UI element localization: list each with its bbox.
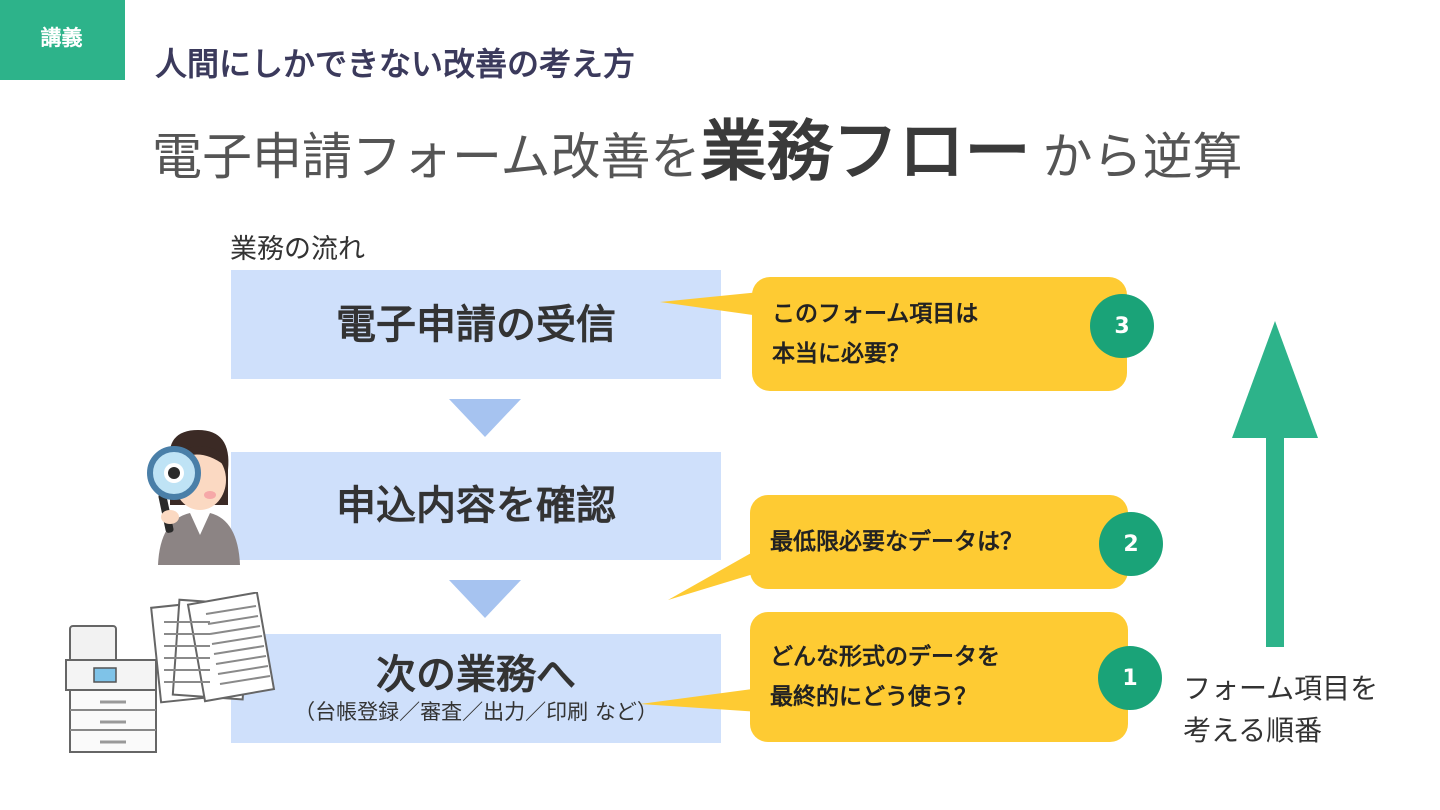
up-arrow-icon [1232, 321, 1318, 438]
question-bubble-3: このフォーム項目は 本当に必要？ [752, 277, 1127, 391]
bubble-text: このフォーム項目は 本当に必要？ [772, 294, 978, 375]
order-badge-3: 3 [1090, 294, 1154, 358]
inspector-illustration [140, 425, 250, 565]
bubble-text: 最低限必要なデータは？ [770, 522, 1023, 562]
documents-stack [151, 592, 274, 702]
copier-icon [66, 626, 156, 752]
order-badge-2: 2 [1099, 512, 1163, 576]
question-bubble-2: 最低限必要なデータは？ [750, 495, 1128, 589]
bubble-tail-3 [660, 292, 760, 316]
order-label: フォーム項目を 考える順番 [1183, 668, 1378, 752]
cheek-shape [204, 491, 216, 499]
bubble-text: どんな形式のデータを 最終的にどう使う？ [770, 637, 1000, 718]
hand-shape [161, 510, 179, 524]
bubble-tail-2 [668, 548, 760, 600]
bubble-tail-1 [640, 688, 760, 712]
magnified-pupil [168, 467, 180, 479]
up-arrow-shaft [1266, 436, 1284, 647]
order-badge-1: 1 [1098, 646, 1162, 710]
question-bubble-1: どんな形式のデータを 最終的にどう使う？ [750, 612, 1128, 742]
copier-documents-illustration [60, 592, 285, 762]
